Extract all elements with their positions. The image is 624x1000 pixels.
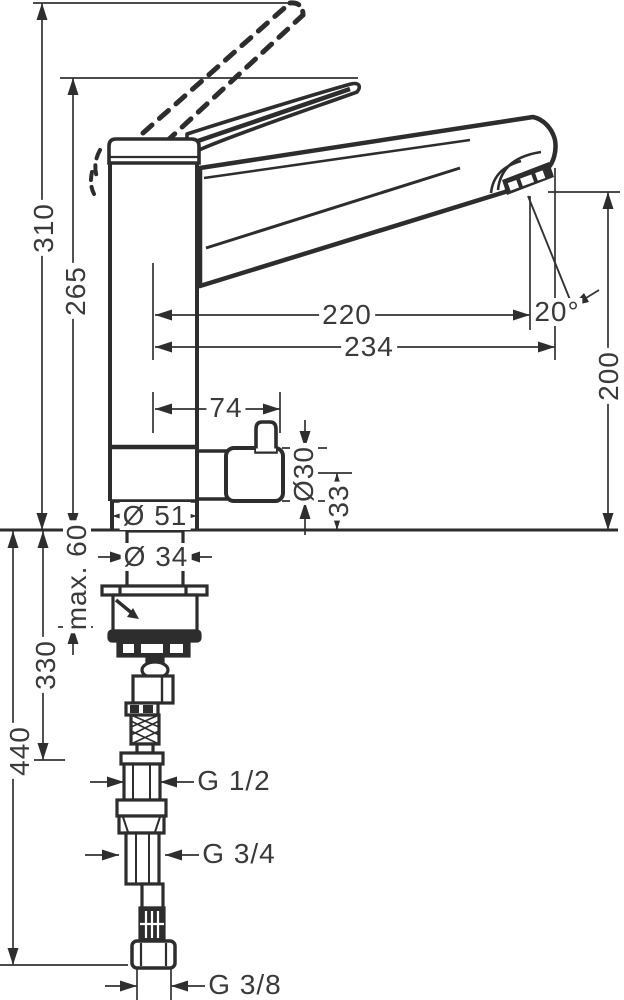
hose-pipe-double <box>131 674 175 705</box>
g12-fitting-cap <box>119 751 165 766</box>
clamp-body <box>111 593 199 633</box>
clamp-screw <box>114 598 135 616</box>
arrow-220-right <box>513 309 530 321</box>
dashed-cap-edge-1 <box>93 148 102 179</box>
dim-supply-thread-label: G 1/2 <box>194 767 274 795</box>
arrow-g34-right <box>165 849 182 861</box>
arrow-g12-right <box>160 776 177 788</box>
arrow-330-bottom <box>37 743 49 760</box>
dim-connector-height-label: 33 <box>323 481 354 521</box>
arrow-234-left <box>155 341 172 353</box>
base-sides <box>110 501 199 530</box>
g34-pipe-lines <box>135 833 150 884</box>
arrow-g38-left <box>120 980 137 992</box>
arrow-g12-left <box>107 776 124 788</box>
lower-hose-neck <box>140 882 165 910</box>
arrow-o30-top <box>299 431 311 448</box>
arrow-440-bottom <box>7 948 19 965</box>
dim-connector-diameter-label: Ø30 <box>288 443 319 505</box>
arrow-o34-left <box>110 551 127 563</box>
dim-spout-height-label: 265 <box>60 263 91 319</box>
spout-head-curve-inner <box>489 159 522 194</box>
dim-install-depth-1-label: 330 <box>30 637 61 693</box>
arrow-220-left <box>155 309 172 321</box>
g38-nut-flats <box>139 943 168 966</box>
dim-total-reach-label: 234 <box>341 333 397 361</box>
dim-base-diameter-label: Ø 51 <box>119 502 191 530</box>
dim-aerator-height-label: 200 <box>593 348 624 404</box>
dashed-lever-tip <box>287 0 306 18</box>
arrow-g38-right <box>171 980 188 992</box>
arrow-74-left <box>155 403 172 415</box>
dashed-lever-edge-1 <box>140 0 293 136</box>
spout-outline <box>197 114 558 289</box>
spout-crease-bottom <box>205 166 461 250</box>
g12-thread-pipe <box>122 762 162 802</box>
aerator-slot-1 <box>507 180 520 191</box>
arrow-o30-bottom <box>299 502 311 519</box>
dim-connector-offset-label: 74 <box>206 394 246 422</box>
arrow-200-top <box>602 192 614 209</box>
dim-spray-angle-label: 20° <box>531 298 583 326</box>
clamp-screw-arrow <box>127 608 139 619</box>
arrow-265-top <box>67 78 79 95</box>
handle-lever-shadow-edge <box>191 86 351 146</box>
g34-thread-pipe <box>124 831 161 886</box>
hex-facet-lines <box>122 816 161 833</box>
below-deck-assembly <box>100 529 209 970</box>
nut-slot-2 <box>141 644 163 653</box>
braid-hatch <box>130 714 160 745</box>
arrow-max60-bottom <box>67 627 79 644</box>
angle-line-20deg <box>527 195 578 318</box>
connector-nub <box>254 420 278 454</box>
arrow-330-top <box>37 531 49 548</box>
arrow-o34-right <box>183 551 200 563</box>
g12-pipe-lines <box>132 764 151 800</box>
g38-connector-nut <box>130 939 177 970</box>
angle-arrow-shaft <box>585 289 600 299</box>
check-valve-collar <box>115 798 168 818</box>
dim-hose-thread-label: G 3/8 <box>205 971 285 999</box>
dim-deck-thickness-label: max. 60 <box>61 520 92 634</box>
dim-spout-reach-label: 220 <box>319 301 375 329</box>
arrow-200-bottom <box>602 513 614 530</box>
coupler-block-1 <box>130 705 139 713</box>
arrow-310-top <box>36 3 48 20</box>
arrow-74-right <box>263 403 280 415</box>
aerator <box>502 162 554 195</box>
handle-cap <box>107 137 201 165</box>
nut-slot-3 <box>170 644 183 653</box>
coupler-block-2 <box>143 705 153 713</box>
aerator-slot-2 <box>520 174 535 187</box>
arrow-g34-left <box>102 849 119 861</box>
nut-slot-1 <box>123 644 134 653</box>
braided-hose-upper <box>129 713 161 746</box>
dim-install-depth-2-label: 440 <box>4 723 35 779</box>
dim-total-height-label: 310 <box>28 200 59 256</box>
faucet-above-deck <box>88 0 558 530</box>
spout-crease-top <box>203 138 471 180</box>
dashed-lever-edge-2 <box>163 12 306 145</box>
arrow-234-right <box>538 341 555 353</box>
aerator-slot-3 <box>535 170 546 181</box>
arrow-440-top <box>7 531 19 548</box>
dashed-cap-edge-2 <box>88 170 96 196</box>
handle-raised-dashed <box>88 0 306 196</box>
dim-shank-diameter-label: Ø 34 <box>120 543 192 571</box>
arrow-310-bottom <box>36 513 48 530</box>
connector-block <box>224 446 285 503</box>
dim-check-valve-thread-label: G 3/4 <box>199 840 279 868</box>
